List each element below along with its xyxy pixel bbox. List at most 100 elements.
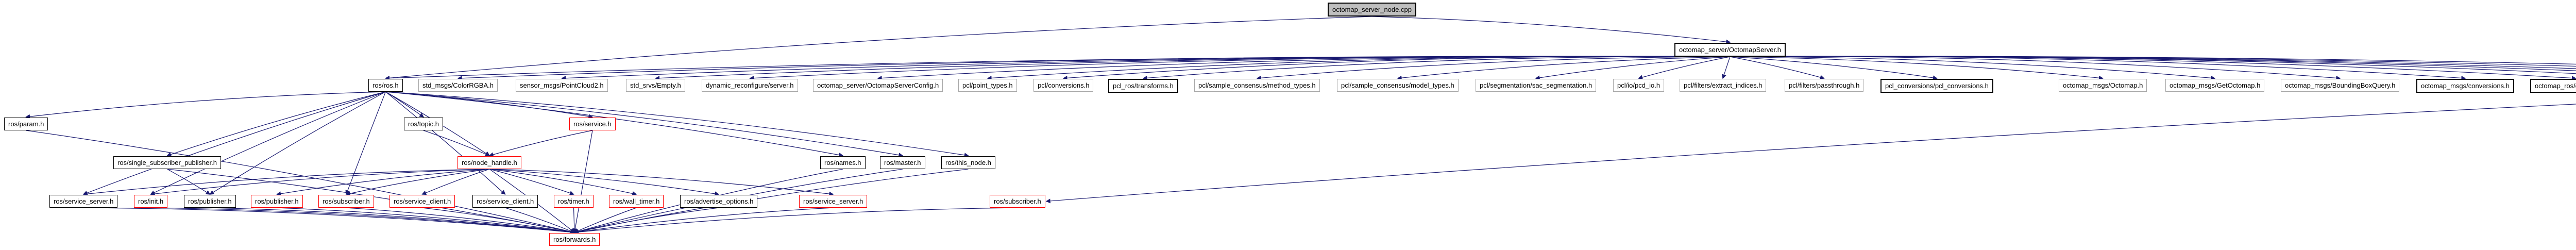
- graph-node-sub_r1[interactable]: ros/subscriber.h: [318, 195, 374, 208]
- edge-ros_h-to-pub_b: [209, 91, 386, 195]
- graph-node-dynreconf[interactable]: dynamic_reconfigure/server.h: [702, 79, 798, 92]
- edge-server_h-to-ros_h: [385, 56, 1731, 81]
- edge-timer-to-forwards: [572, 207, 577, 234]
- edge-server_h-to-method_types: [1256, 56, 1731, 80]
- graph-node-server_h[interactable]: octomap_server/OctomapServer.h: [1674, 43, 1786, 57]
- edge-wall_timer-to-forwards: [573, 207, 637, 234]
- edge-ss_r-to-forwards: [573, 207, 834, 235]
- edge-this_node-to-forwards: [573, 169, 969, 234]
- graph-node-node_handle[interactable]: ros/node_handle.h: [457, 156, 521, 169]
- graph-node-sac_seg[interactable]: pcl/segmentation/sac_segmentation.h: [1476, 79, 1597, 92]
- edge-node_handle-to-wall_timer: [489, 169, 637, 196]
- graph-node-pclconv2[interactable]: pcl_conversions/pcl_conversions.h: [1880, 79, 1993, 93]
- graph-node-pub_b[interactable]: ros/publisher.h: [184, 195, 236, 208]
- edge-init-to-forwards: [150, 207, 575, 235]
- edge-ssp-to-pub_b: [167, 169, 211, 195]
- graph-node-om_conv[interactable]: octomap_msgs/conversions.h: [2416, 79, 2514, 93]
- edge-node_handle-to-ss_b: [82, 169, 490, 196]
- graph-node-param[interactable]: ros/param.h: [4, 118, 48, 130]
- edge-cpp-to-ros_h: [385, 16, 1372, 80]
- graph-node-service[interactable]: ros/service.h: [569, 118, 616, 130]
- edge-server_h-to-sac_seg: [1535, 56, 1731, 80]
- graph-node-pcd_io[interactable]: pcl/io/pcd_io.h: [1613, 79, 1665, 92]
- edge-server_h-to-extract_indices: [1722, 56, 1731, 79]
- edge-ros_h-to-master: [385, 91, 904, 158]
- edge-server_h-to-pcl_conv: [1062, 56, 1731, 80]
- edge-node_handle-to-init: [150, 169, 490, 196]
- graph-node-sub_r2[interactable]: ros/subscriber.h: [990, 195, 1045, 208]
- edge-topic-to-node_handle: [423, 130, 490, 157]
- graph-node-pcl_conv[interactable]: pcl/conversions.h: [1033, 79, 1094, 92]
- graph-node-ssp[interactable]: ros/single_subscriber_publisher.h: [113, 156, 221, 169]
- edge-server_h-to-om_getoctomap: [1730, 56, 2216, 80]
- edge-ros_h-to-service: [385, 91, 594, 119]
- edge-node_handle-to-ss_r: [489, 169, 834, 196]
- edge-server_h-to-pclconv2: [1730, 56, 1938, 80]
- graph-node-sc_r[interactable]: ros/service_client.h: [389, 195, 455, 208]
- edge-server_h-to-om_octomap: [1730, 56, 2104, 80]
- edge-node_handle-to-adv_opts: [489, 169, 720, 196]
- graph-node-this_node[interactable]: ros/this_node.h: [941, 156, 995, 169]
- edge-node_handle-to-pub_r: [276, 169, 490, 196]
- graph-node-ss_b[interactable]: ros/service_server.h: [49, 195, 118, 208]
- graph-node-om_octomap[interactable]: octomap_msgs/Octomap.h: [2059, 79, 2147, 92]
- edge-server_h-to-passthrough: [1730, 56, 1825, 80]
- edge-server_h-to-pcl_ros_tf: [1142, 56, 1731, 80]
- edge-ss_b-to-forwards: [83, 207, 575, 235]
- graph-node-empty[interactable]: std_srvs/Empty.h: [626, 79, 685, 92]
- graph-node-wall_timer[interactable]: ros/wall_timer.h: [609, 195, 664, 208]
- graph-node-colorrgba[interactable]: std_msgs/ColorRGBA.h: [418, 79, 498, 92]
- graph-node-forwards[interactable]: ros/forwards.h: [549, 233, 600, 246]
- graph-node-init[interactable]: ros/init.h: [134, 195, 168, 208]
- graph-node-topic[interactable]: ros/topic.h: [404, 118, 443, 130]
- graph-node-names[interactable]: ros/names.h: [820, 156, 866, 169]
- edge-ros_h-to-ssp: [166, 91, 386, 157]
- edge-node_handle-to-sc_r: [421, 169, 490, 195]
- edge-sc_b-to-forwards: [505, 207, 575, 234]
- graph-node-model_types[interactable]: pcl/sample_consensus/model_types.h: [1337, 79, 1459, 92]
- edge-adv_opts-to-forwards: [573, 207, 719, 234]
- edge-server_h-to-occgrid: [1730, 56, 2576, 65]
- edge-ros_h-to-sc_b: [385, 91, 506, 195]
- graph-node-sc_b[interactable]: ros/service_client.h: [472, 195, 538, 208]
- graph-node-point_types[interactable]: pcl/point_types.h: [958, 79, 1017, 92]
- edge-ros_h-to-ss_b: [82, 91, 386, 195]
- edge-service-to-node_handle: [488, 130, 593, 157]
- edge-ros_h-to-sub_r1: [345, 91, 386, 195]
- edge-sub_r2-to-forwards: [573, 207, 1018, 235]
- graph-node-om_bbq[interactable]: octomap_msgs/BoundingBoxQuery.h: [2281, 79, 2400, 92]
- edge-cpp-to-server_h: [1371, 16, 1731, 44]
- graph-node-cpp[interactable]: octomap_server_node.cpp: [1328, 3, 1416, 16]
- edge-server_h-to-pcd_io: [1638, 56, 1731, 80]
- graph-node-extract_indices[interactable]: pcl/filters/extract_indices.h: [1680, 79, 1767, 92]
- edge-pub_r-to-forwards: [277, 207, 575, 235]
- edge-ros_h-to-init: [150, 91, 386, 195]
- edge-ros_h-to-param: [25, 91, 386, 119]
- graph-node-method_types[interactable]: pcl/sample_consensus/method_types.h: [1194, 79, 1320, 92]
- edge-ros_h-to-topic: [385, 91, 425, 118]
- graph-node-pointcloud2[interactable]: sensor_msgs/PointCloud2.h: [516, 79, 608, 92]
- edge-server_h-to-model_types: [1397, 56, 1731, 80]
- graph-node-master[interactable]: ros/master.h: [880, 156, 925, 169]
- edge-node_handle-to-timer: [489, 169, 574, 195]
- graph-node-pub_r[interactable]: ros/publisher.h: [251, 195, 303, 208]
- graph-node-adv_opts[interactable]: ros/advertise_options.h: [680, 195, 758, 208]
- graph-node-octoconfig[interactable]: octomap_server/OctomapServerConfig.h: [813, 79, 943, 92]
- edge-tf_mf-to-sub_r2: [1045, 104, 2576, 204]
- graph-node-passthrough[interactable]: pcl/filters/passthrough.h: [1785, 79, 1864, 92]
- edge-sc_r-to-forwards: [422, 207, 575, 234]
- graph-node-or_conv[interactable]: octomap_ros/conversions.h: [2530, 79, 2576, 93]
- edge-node_handle-to-sub_r1: [345, 169, 490, 196]
- graph-node-om_getoctomap[interactable]: octomap_msgs/GetOctomap.h: [2165, 79, 2265, 92]
- edge-sub_r1-to-forwards: [346, 207, 575, 235]
- graph-node-ros_h[interactable]: ros/ros.h: [368, 79, 403, 92]
- edge-pub_b-to-forwards: [210, 207, 575, 235]
- edge-server_h-to-oct_oct: [1730, 56, 2576, 74]
- graph-node-pcl_ros_tf[interactable]: pcl_ros/transforms.h: [1108, 79, 1178, 93]
- edge-service-to-forwards: [572, 130, 593, 234]
- graph-node-ss_r[interactable]: ros/service_server.h: [799, 195, 868, 208]
- edge-ros_h-to-this_node: [385, 91, 969, 158]
- graph-node-timer[interactable]: ros/timer.h: [554, 195, 594, 208]
